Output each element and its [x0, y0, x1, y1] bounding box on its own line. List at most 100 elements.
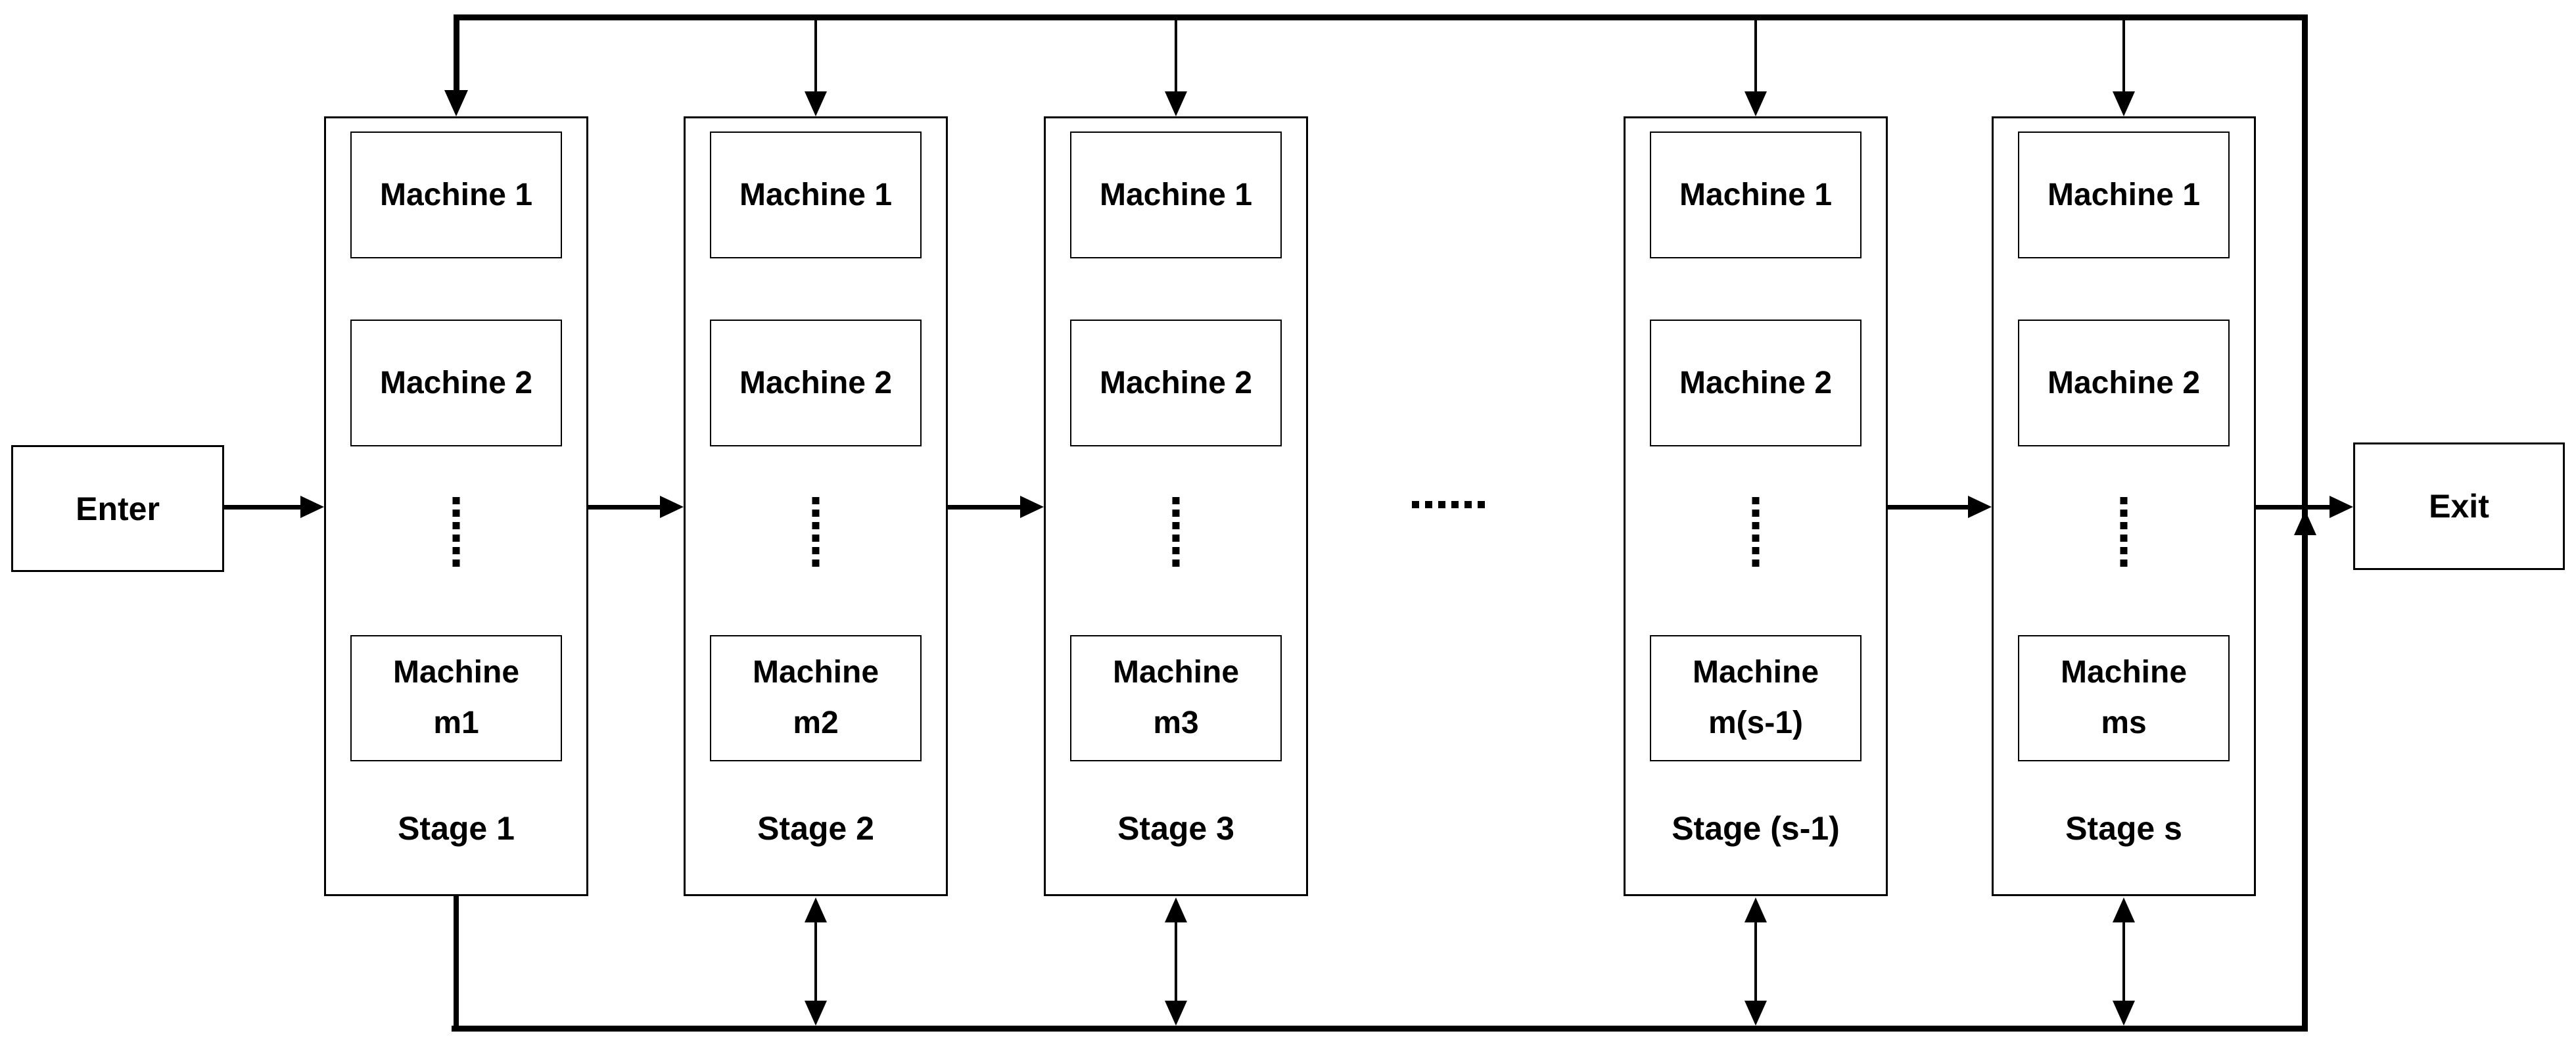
stage-label: Stage (s-1)	[1672, 810, 1840, 847]
machine-m-label-line1: Machine	[2060, 655, 2188, 690]
vertical-ellipsis	[2120, 497, 2128, 567]
bottom-double-arrow-shaft-stage2	[814, 920, 817, 1001]
top-drop-arrow-shaft-stage2	[814, 17, 817, 93]
vertical-ellipsis	[1752, 497, 1760, 567]
ellipsis-dot	[2120, 560, 2128, 567]
stage-box: Machine 1 Machine 2 Machine m2 Stage 2	[684, 116, 948, 896]
machine-2-box: Machine 2	[710, 320, 922, 446]
flow-arrow-stage5-exit-shaft	[2256, 505, 2333, 510]
ellipsis-dot	[1172, 522, 1180, 529]
bottom-double-arrow-down-stage2-icon	[805, 1001, 827, 1026]
ellipsis-dot	[812, 547, 820, 554]
top-drop-arrowhead-stage5-icon	[2113, 91, 2135, 116]
bottom-double-arrow-down-stage3-icon	[1165, 1001, 1187, 1026]
machine-m-label-line1: Machine	[392, 655, 520, 690]
machine-1-box: Machine 1	[350, 131, 562, 258]
ellipsis-dot	[1172, 560, 1180, 567]
flow-arrow-stage2-stage3-shaft	[948, 505, 1023, 510]
stage-label: Stage 1	[398, 810, 515, 847]
stage1-feedback-arrow-shaft	[454, 14, 459, 92]
stage-label: Stage 3	[1117, 810, 1234, 847]
ellipsis-dot	[1438, 501, 1445, 508]
ellipsis-dot	[1752, 497, 1760, 504]
machine-2-label: Machine 2	[379, 366, 533, 400]
bottom-double-arrow-up-stage3-icon	[1165, 897, 1187, 922]
enter-box: Enter	[11, 445, 224, 572]
flow-arrow-stage4-stage5-head-icon	[1968, 496, 1992, 518]
ellipsis-dot	[1172, 497, 1180, 504]
exit-box: Exit	[2353, 442, 2565, 570]
machine-1-label: Machine 1	[379, 178, 533, 212]
ellipsis-dot	[1425, 501, 1432, 508]
stage-box: Machine 1 Machine 2 Machine ms Stage s	[1992, 116, 2256, 896]
bottom-double-arrow-shaft-stage4	[1754, 920, 1757, 1001]
top-drop-arrow-shaft-stage3	[1175, 17, 1177, 93]
ellipsis-dot	[452, 510, 460, 517]
ellipsis-dot	[812, 497, 820, 504]
flow-arrow-enter-stage1-shaft	[224, 505, 304, 510]
machine-1-box: Machine 1	[2018, 131, 2230, 258]
top-drop-arrow-shaft-stage4	[1754, 17, 1757, 93]
top-drop-arrowhead-stage2-icon	[805, 91, 827, 116]
stage-label: Stage s	[2065, 810, 2182, 847]
machine-m-label-line2: m3	[1153, 705, 1199, 740]
machine-2-box: Machine 2	[350, 320, 562, 446]
bottom-double-arrow-down-stage5-icon	[2113, 1001, 2135, 1026]
ellipsis-dot	[1752, 560, 1760, 567]
feedback-top-line	[454, 14, 2308, 20]
vertical-ellipsis	[1172, 497, 1180, 567]
stage-label: Stage 2	[757, 810, 874, 847]
ellipsis-dot	[1172, 510, 1180, 517]
machine-1-label: Machine 1	[739, 178, 893, 212]
machine-2-label: Machine 2	[2047, 366, 2201, 400]
stage-box: Machine 1 Machine 2 Machine m3 Stage 3	[1044, 116, 1308, 896]
vertical-ellipsis	[452, 497, 460, 567]
machine-1-label: Machine 1	[2047, 178, 2201, 212]
ellipsis-dot	[452, 547, 460, 554]
top-drop-arrowhead-stage3-icon	[1165, 91, 1187, 116]
stage1-bottom-connector	[454, 896, 459, 1026]
bottom-double-arrow-up-stage5-icon	[2113, 897, 2135, 922]
machine-2-box: Machine 2	[1070, 320, 1282, 446]
top-drop-arrowhead-stage4-icon	[1745, 91, 1767, 116]
machine-2-box: Machine 2	[2018, 320, 2230, 446]
ellipsis-dot	[1752, 510, 1760, 517]
ellipsis-dot	[452, 560, 460, 567]
machine-2-box: Machine 2	[1650, 320, 1862, 446]
machine-m-box: Machine ms	[2018, 635, 2230, 761]
ellipsis-dot	[2120, 522, 2128, 529]
bottom-double-arrow-shaft-stage3	[1175, 920, 1177, 1001]
ellipsis-dot	[2120, 497, 2128, 504]
return-up-arrowhead-icon	[2294, 510, 2316, 535]
ellipsis-dot	[1478, 501, 1485, 508]
machine-1-label: Machine 1	[1099, 178, 1253, 212]
machine-m-label-line1: Machine	[1112, 655, 1240, 690]
ellipsis-dot	[1752, 547, 1760, 554]
machine-m-box: Machine m3	[1070, 635, 1282, 761]
machine-m-box: Machine m(s-1)	[1650, 635, 1862, 761]
flow-arrow-stage1-stage2-head-icon	[660, 496, 684, 518]
flow-arrow-stage1-stage2-shaft	[588, 505, 664, 510]
flow-arrow-enter-stage1-head-icon	[300, 496, 324, 518]
machine-1-box: Machine 1	[1070, 131, 1282, 258]
flow-arrow-stage5-exit-head-icon	[2330, 496, 2353, 518]
machine-m-label-line2: m1	[433, 705, 479, 740]
ellipsis-dot	[452, 522, 460, 529]
feedback-bottom-line	[452, 1026, 2308, 1032]
machine-1-box: Machine 1	[710, 131, 922, 258]
ellipsis-dot	[452, 535, 460, 542]
machine-1-label: Machine 1	[1679, 178, 1833, 212]
horizontal-ellipsis	[1412, 501, 1485, 508]
machine-2-label: Machine 2	[1099, 366, 1253, 400]
enter-label: Enter	[76, 490, 160, 527]
machine-m-label-line2: m(s-1)	[1708, 705, 1804, 740]
ellipsis-dot	[2120, 510, 2128, 517]
bottom-double-arrow-up-stage4-icon	[1745, 897, 1767, 922]
ellipsis-dot	[1464, 501, 1472, 508]
ellipsis-dot	[812, 510, 820, 517]
bottom-double-arrow-down-stage4-icon	[1745, 1001, 1767, 1026]
ellipsis-dot	[812, 560, 820, 567]
machine-m-label-line2: m2	[793, 705, 839, 740]
